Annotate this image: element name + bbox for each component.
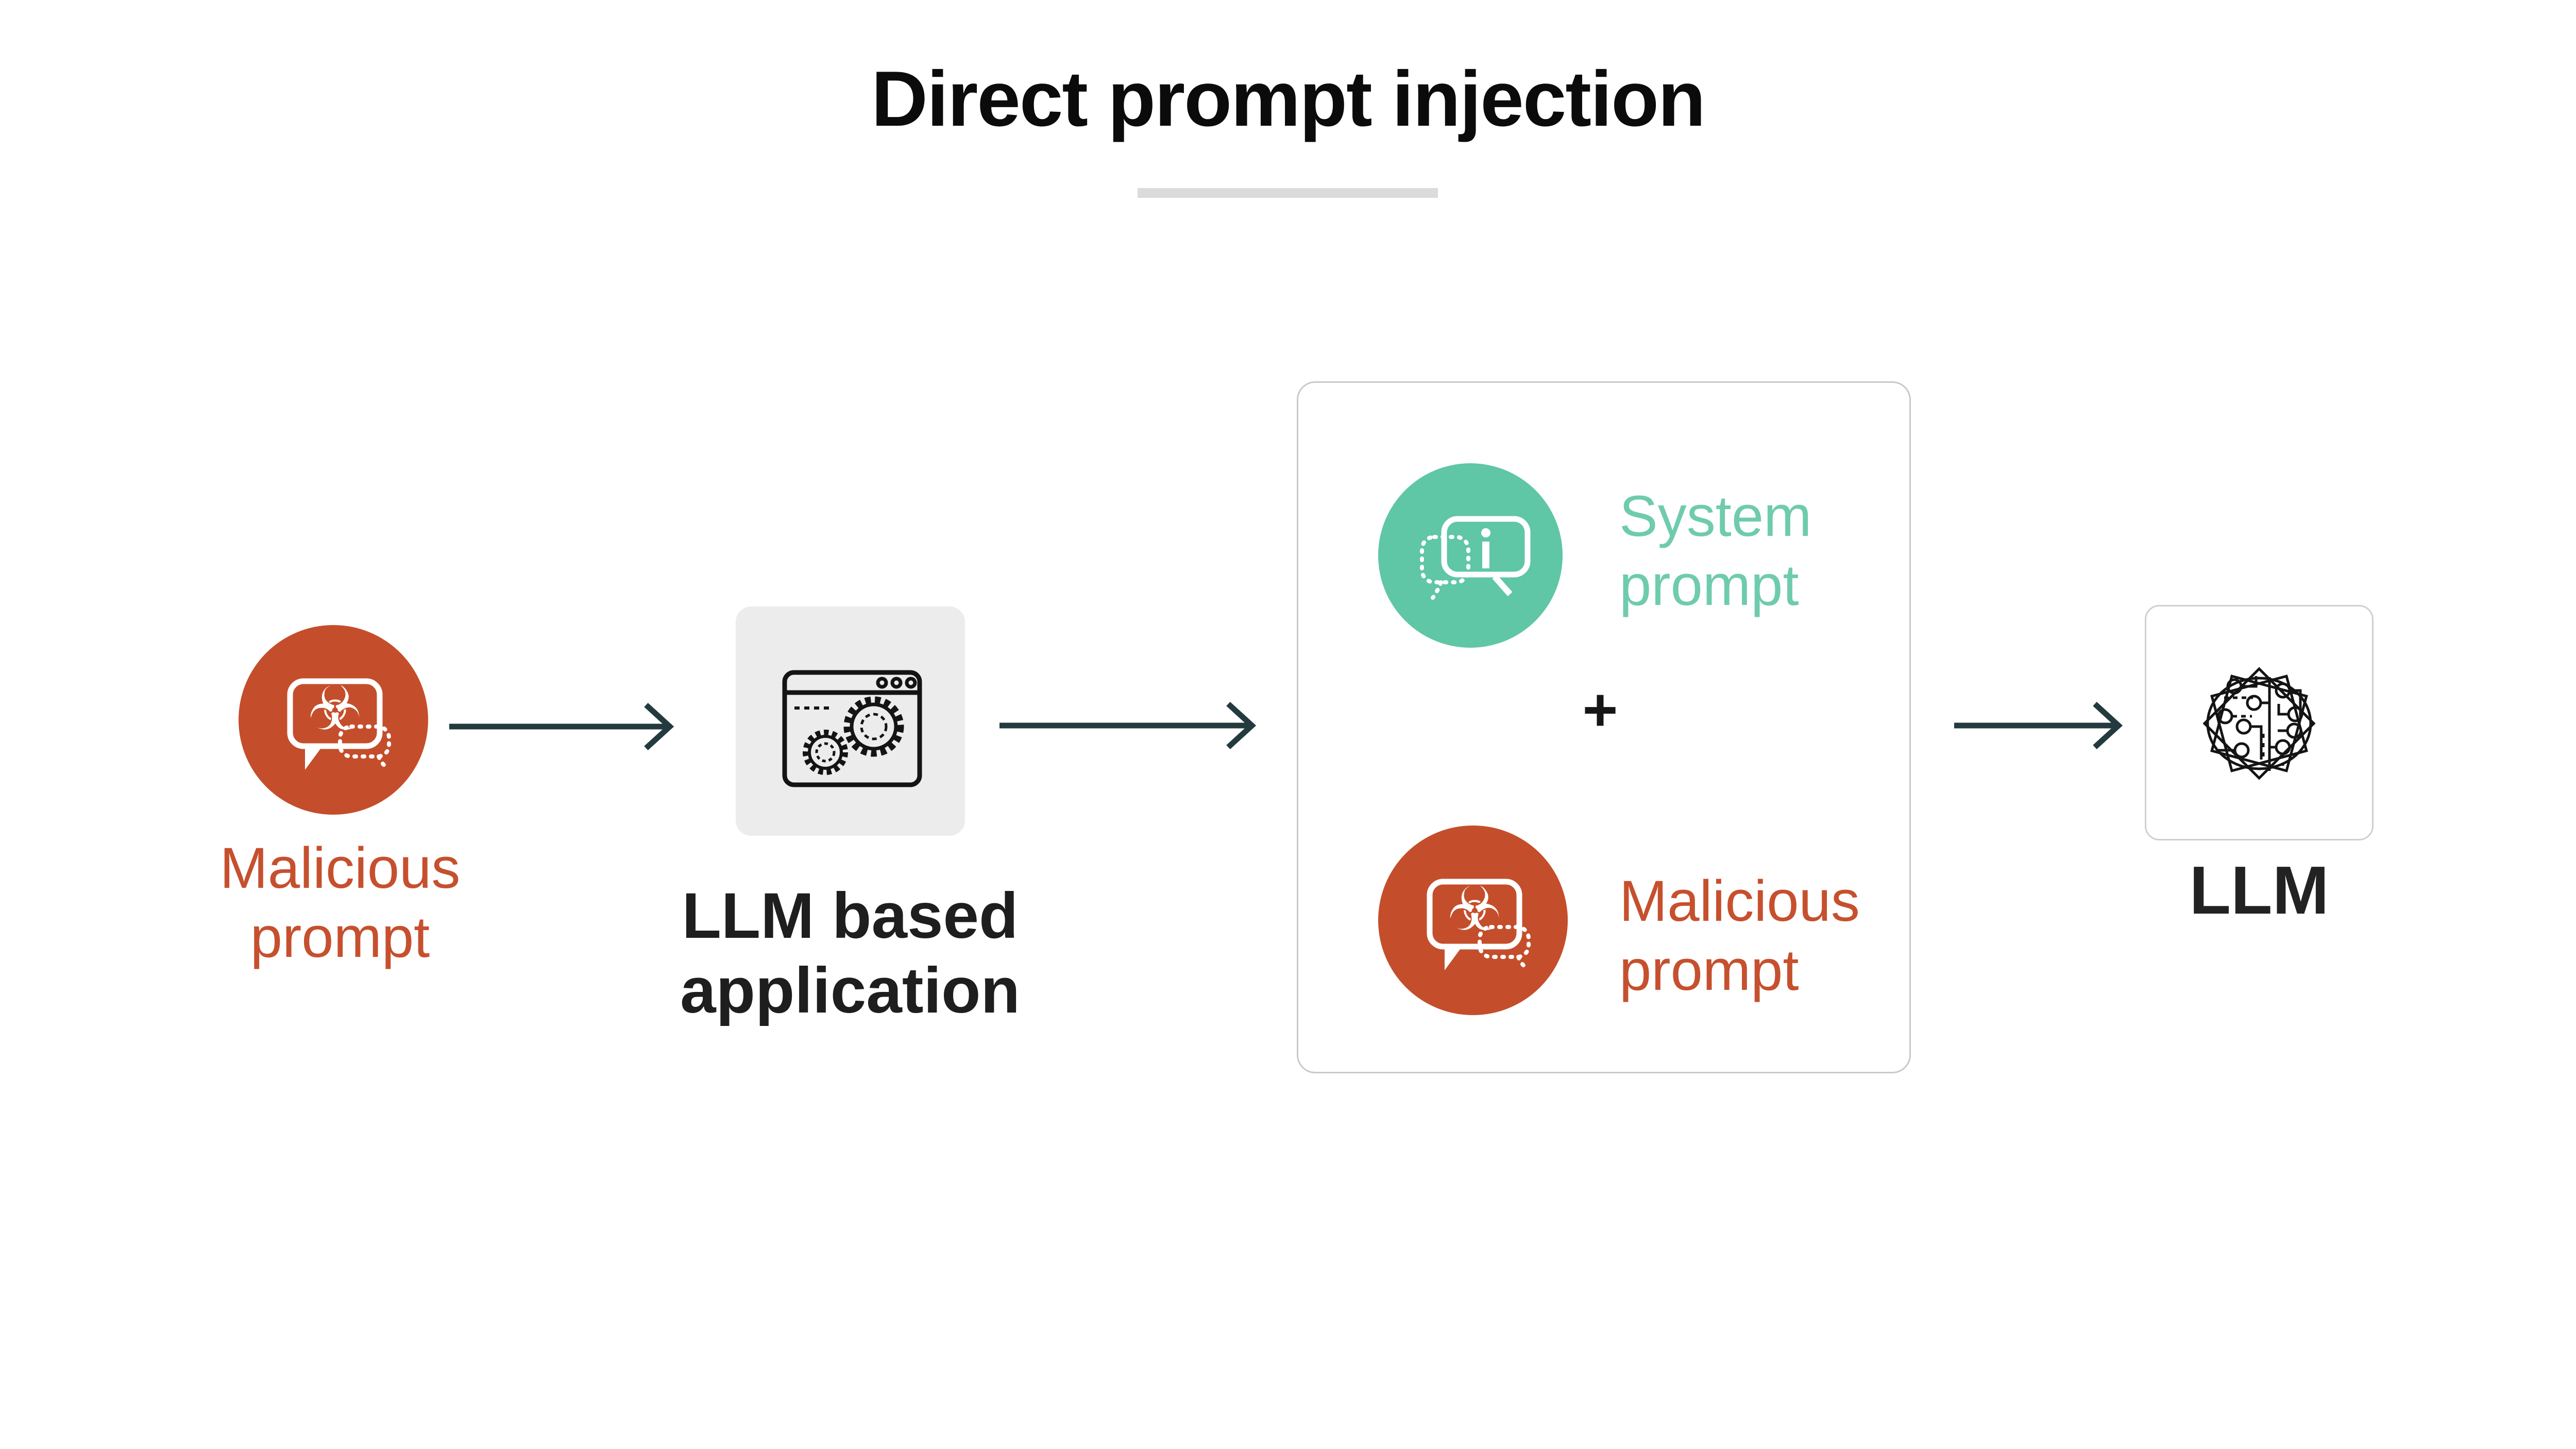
llm-application-node — [736, 606, 965, 836]
llm-application-label: LLM based application — [680, 880, 1020, 1026]
browser-window-gears-icon — [782, 670, 922, 787]
malicious-prompt-node-in-context: ☣ — [1378, 825, 1568, 1015]
circuit-brain-icon — [2202, 667, 2316, 780]
biohazard-chat-bubble-icon — [1427, 879, 1531, 970]
system-prompt-label: System prompt — [1619, 484, 1812, 618]
right-arrow-icon — [999, 701, 1257, 750]
biohazard-symbol: ☣ — [1447, 873, 1502, 945]
malicious-prompt-in-context-label: Malicious prompt — [1619, 869, 1860, 1003]
biohazard-chat-bubble-icon — [287, 678, 391, 770]
right-arrow-icon — [1954, 701, 2123, 750]
title-underline — [1138, 188, 1438, 198]
page-title: Direct prompt injection — [871, 55, 1706, 143]
malicious-prompt-node: ☣ — [239, 625, 428, 815]
right-arrow-icon — [449, 702, 674, 751]
llm-node — [2145, 605, 2374, 840]
system-prompt-node — [1378, 463, 1563, 648]
llm-label: LLM — [2189, 852, 2329, 928]
plus-sign: + — [1582, 676, 1618, 744]
malicious-prompt-label: Malicious prompt — [219, 836, 461, 970]
info-chat-bubble-icon — [1420, 516, 1531, 600]
biohazard-symbol: ☣ — [308, 673, 362, 744]
